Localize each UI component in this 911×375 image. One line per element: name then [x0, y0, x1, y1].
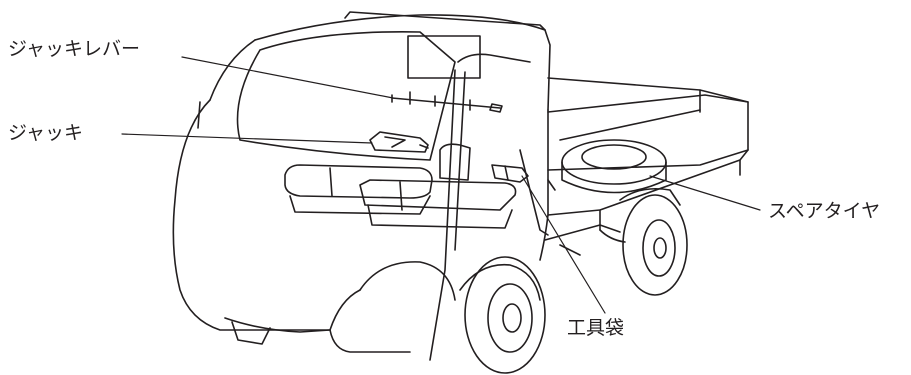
jack-part	[369, 131, 429, 153]
chassis	[544, 224, 626, 256]
leader-jack	[121, 133, 373, 144]
cab-body	[172, 11, 556, 361]
cargo-bed	[547, 77, 749, 231]
tool-bag-part	[491, 164, 529, 183]
jack-lever-part	[391, 91, 503, 113]
jack-label: ジャッキ	[8, 122, 84, 144]
jack-lever-label: ジャッキレバー	[8, 38, 141, 60]
rear-wheel	[619, 187, 688, 296]
leader-lines	[121, 56, 761, 314]
spare-tire	[561, 139, 667, 194]
leader-jack-lever	[181, 56, 394, 99]
tool-bag-label: 工具袋	[567, 317, 625, 339]
front-wheel	[459, 256, 546, 374]
spare-tire-label: スペアタイヤ	[768, 200, 881, 222]
leader-tool-bag	[521, 175, 606, 314]
leader-spare-tire	[649, 175, 761, 211]
seats	[284, 143, 517, 229]
